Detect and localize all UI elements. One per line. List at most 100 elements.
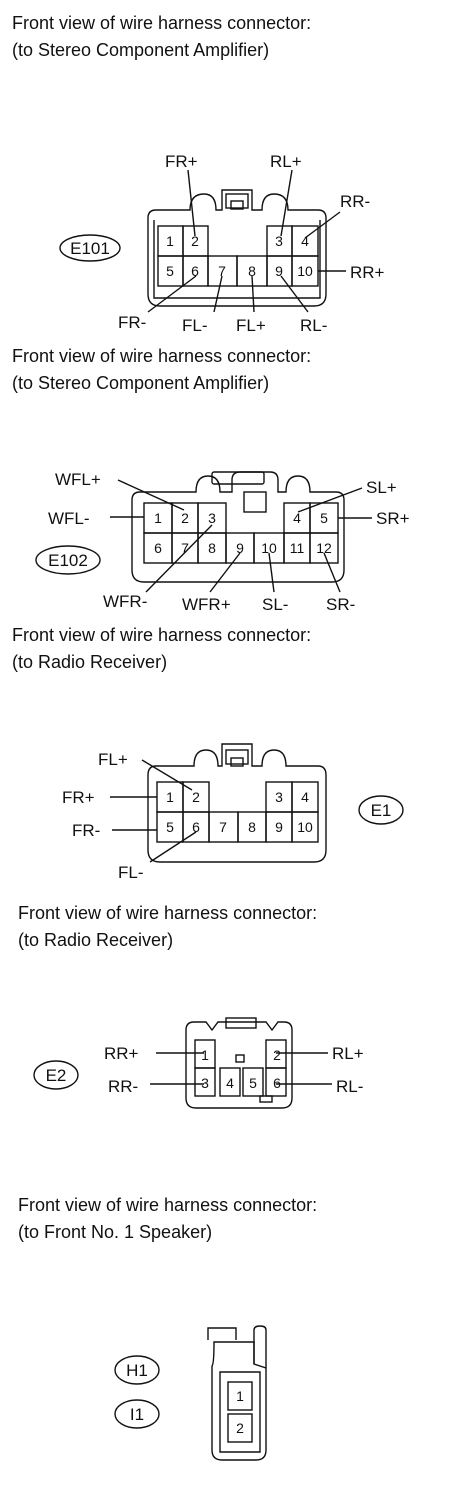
e2-pin-3: 3: [201, 1075, 209, 1091]
e1-body: [147, 743, 327, 863]
e101-label-rr-plus: RR+: [350, 263, 385, 282]
e102-body: [131, 471, 345, 583]
e101-label-rr-minus: RR-: [340, 192, 370, 211]
e101-pin-3: 3: [275, 233, 283, 249]
e101-pin-9: 9: [275, 263, 283, 279]
h1-i1-pin-cell: [227, 1413, 253, 1443]
e1-id-oval: [358, 795, 404, 825]
h1-i1-inner-outline: [219, 1371, 261, 1453]
connector-e101: 1 2 3 4 5 6 7 8 9 10 E101 FR+ RL+: [59, 152, 385, 335]
e2-leaders: [150, 1052, 332, 1085]
connector-e1: 1 2 3 4 5 6 7 8 9 10 E1 FL+ FR+ FR- FL-: [62, 743, 404, 882]
e102-pin-7: 7: [181, 540, 189, 556]
e101-label-fr-minus: FR-: [118, 313, 146, 332]
e2-body: [185, 1021, 293, 1109]
caption-e2-line2: (to Radio Receiver): [18, 930, 174, 950]
e102-label-wfl-plus: WFL+: [55, 470, 101, 489]
caption-e102: Front view of wire harness connector: (t…: [12, 343, 311, 397]
e102-pin-5: 5: [320, 510, 328, 526]
e101-pin-grid: [157, 225, 319, 287]
caption-e101-line1: Front view of wire harness connector:: [12, 13, 312, 33]
e2-label-rr-minus: RR-: [108, 1077, 138, 1096]
e101-pin-1: 1: [166, 233, 174, 249]
connector-e2: 1 2 3 4 5 6 E2 RR+ RL+ RR- RL-: [33, 1017, 364, 1109]
caption-e1-line1: Front view of wire harness connector:: [12, 625, 312, 645]
e101-pin-2: 2: [191, 233, 199, 249]
e102-id: E102: [48, 551, 88, 570]
e102-label-sr-minus: SR-: [326, 595, 355, 614]
e1-label-fl-plus: FL+: [98, 750, 128, 769]
caption-h1-i1-line1: Front view of wire harness connector:: [18, 1195, 318, 1215]
caption-e101: Front view of wire harness connector: (t…: [12, 10, 311, 64]
e102-label-sl-minus: SL-: [262, 595, 288, 614]
e102-pin-cell: [309, 532, 339, 564]
caption-e1: Front view of wire harness connector: (t…: [12, 622, 311, 676]
e2-pin-grid: [194, 1039, 287, 1097]
e101-id: E101: [70, 239, 110, 258]
e2-latch: [225, 1017, 257, 1029]
caption-e101-line2: (to Stereo Component Amplifier): [12, 40, 270, 60]
i1-id: I1: [130, 1405, 144, 1424]
e102-latch: [211, 471, 265, 485]
e101-pin-8: 8: [248, 263, 256, 279]
e101-pin-7: 7: [218, 263, 226, 279]
e101-latch-slot: [230, 200, 244, 210]
e1-latch: [225, 749, 249, 765]
e2-pin-cell: [219, 1067, 241, 1097]
e2-id: E2: [46, 1066, 67, 1085]
e1-pin-5: 5: [166, 819, 174, 835]
e101-label-fr-plus: FR+: [165, 152, 198, 171]
e2-label-rr-plus: RR+: [104, 1044, 139, 1063]
h1-i1-latch-right: [253, 1325, 267, 1368]
e102-pin-2: 2: [181, 510, 189, 526]
connector-e102: 1 2 3 4 5 6 7 8 9 10 11 12 E102 WFL+: [35, 470, 410, 614]
e1-pin-8: 8: [248, 819, 256, 835]
e1-pin-7: 7: [219, 819, 227, 835]
e101-pin-10: 10: [297, 263, 313, 279]
caption-e1-line2: (to Radio Receiver): [12, 652, 168, 672]
e102-label-sr-plus: SR+: [376, 509, 410, 528]
caption-h1-i1-line2: (to Front No. 1 Speaker): [18, 1222, 213, 1242]
e2-pin-1: 1: [201, 1047, 209, 1063]
e2-id-oval: [33, 1060, 79, 1090]
e2-pin-6: 6: [273, 1075, 281, 1091]
e102-pin-12: 12: [316, 540, 332, 556]
e1-pin-1: 1: [166, 789, 174, 805]
e101-label-rl-minus: RL-: [300, 316, 327, 335]
e102-label-wfl-minus: WFL-: [48, 509, 90, 528]
e101-id-oval: [59, 234, 121, 262]
e1-pin-cell: [291, 811, 319, 843]
e2-label-rl-minus: RL-: [336, 1077, 363, 1096]
caption-e2-line1: Front view of wire harness connector:: [18, 903, 318, 923]
e2-center-key: [235, 1054, 245, 1063]
e101-label-fl-minus: FL-: [182, 316, 208, 335]
e1-pin-3: 3: [275, 789, 283, 805]
e101-label-rl-plus: RL+: [270, 152, 302, 171]
e1-leaders: [110, 759, 197, 863]
h1-i1-latch-left: [207, 1327, 237, 1340]
e1-pin-10: 10: [297, 819, 313, 835]
e1-id: E1: [371, 801, 392, 820]
e101-body: [147, 189, 327, 307]
e101-pin-5: 5: [166, 263, 174, 279]
h1-i1-pin-1: 1: [236, 1388, 244, 1404]
e101-inner-outline: [153, 220, 321, 299]
e2-pin-4: 4: [226, 1075, 234, 1091]
e2-pin-cell: [242, 1067, 264, 1097]
e1-pin-9: 9: [275, 819, 283, 835]
e102-pin-1: 1: [154, 510, 162, 526]
e102-label-wfr-plus: WFR+: [182, 595, 231, 614]
e1-pin-4: 4: [301, 789, 309, 805]
e102-id-oval: [35, 545, 101, 575]
caption-h1-i1: Front view of wire harness connector: (t…: [18, 1192, 317, 1246]
e1-pin-grid: [156, 781, 319, 843]
e102-pin-10: 10: [261, 540, 277, 556]
e1-pin-6: 6: [192, 819, 200, 835]
e1-label-fr-minus: FR-: [72, 821, 100, 840]
caption-e2: Front view of wire harness connector: (t…: [18, 900, 317, 954]
i1-id-oval: [114, 1399, 160, 1429]
e102-label-sl-plus: SL+: [366, 478, 397, 497]
e101-label-fl-plus: FL+: [236, 316, 266, 335]
h1-i1-body: [211, 1341, 267, 1461]
